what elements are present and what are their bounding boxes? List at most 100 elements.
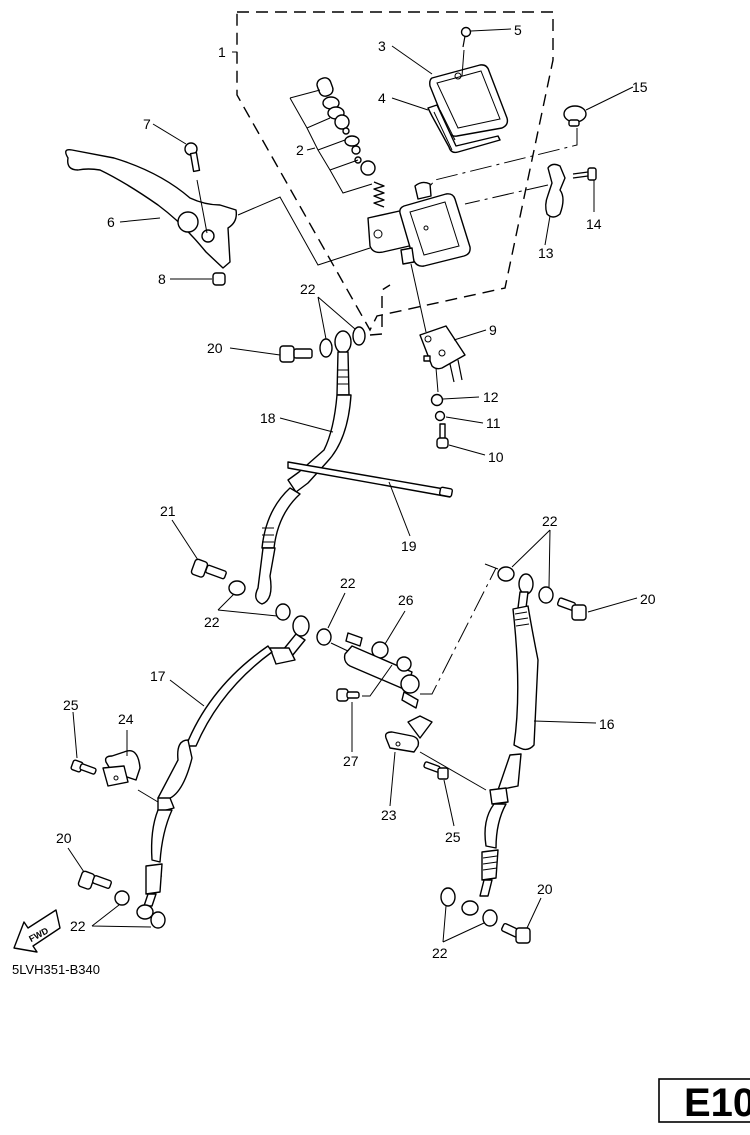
- reservoir-cap: [429, 64, 509, 137]
- callout-20d: 20: [537, 881, 553, 897]
- leader-10: [448, 444, 486, 456]
- leader-3: [391, 45, 433, 75]
- washer-22a-left: [319, 338, 333, 358]
- washer-11: [434, 410, 446, 422]
- brake-switch: [419, 325, 466, 383]
- washer-22b-left: [228, 580, 246, 596]
- washer-22c-left: [114, 890, 130, 906]
- leader-9: [453, 329, 487, 341]
- leader-25a: [72, 711, 78, 759]
- leader-4: [391, 97, 429, 111]
- forward-arrow-icon: FWD: [13, 909, 61, 953]
- holder-screw: [572, 167, 597, 181]
- callout-22e: 22: [542, 513, 558, 529]
- leader-22f: [442, 905, 485, 943]
- callout-25a: 25: [63, 697, 79, 713]
- leader-20b: [67, 847, 85, 873]
- callout-15: 15: [632, 79, 648, 95]
- washer-22f-left: [440, 887, 456, 907]
- callout-25b: 25: [445, 829, 461, 845]
- joint-to-pipe-axis: [420, 567, 497, 695]
- callout-20a: 20: [207, 340, 223, 356]
- piston-kit: [316, 77, 385, 208]
- callout-20b: 20: [56, 830, 72, 846]
- washer-22e-axis: [484, 563, 499, 570]
- callout-22a: 22: [300, 281, 316, 297]
- lever-pivot-bolt: [184, 142, 208, 234]
- callout-20c: 20: [640, 591, 656, 607]
- switch-screw: [436, 423, 449, 449]
- washer-22f-right: [482, 909, 498, 927]
- hose-clamp-23: [384, 715, 433, 753]
- leader-2-bracket: [289, 89, 373, 194]
- callout-13: 13: [538, 245, 554, 261]
- drawing-code: 5LVH351-B340: [12, 962, 100, 977]
- callout-2: 2: [296, 142, 304, 158]
- brake-hose-18: [255, 330, 352, 605]
- cap-screw: [460, 26, 472, 77]
- callout-10: 10: [488, 449, 504, 465]
- callout-3: 3: [378, 38, 386, 54]
- dust-cap: [563, 105, 587, 127]
- washer-12: [430, 393, 444, 407]
- clamp-24-to-hose: [137, 789, 159, 803]
- clamp-bolt-25a: [70, 759, 97, 775]
- washer-22d: [316, 628, 332, 646]
- leader-16: [533, 720, 597, 724]
- callout-22d: 22: [340, 575, 356, 591]
- washer-22e-left: [497, 566, 515, 582]
- callout-16: 16: [599, 716, 615, 732]
- page-tag-text: E10: [684, 1081, 750, 1125]
- holder-clamp: [545, 163, 566, 218]
- callout-26: 26: [398, 592, 414, 608]
- brake-pipe: [287, 461, 453, 498]
- callout-6: 6: [107, 214, 115, 230]
- leader-13: [544, 215, 551, 246]
- reservoir-diaphragm: [427, 104, 501, 154]
- leader-22e: [511, 529, 551, 588]
- leader-18: [279, 417, 334, 433]
- callout-8: 8: [158, 271, 166, 287]
- leader-19: [388, 481, 411, 537]
- switch-lower-axis: [435, 367, 439, 393]
- brake-hose-16: [461, 573, 539, 916]
- leader-26: [384, 610, 406, 645]
- lever-nut: [212, 272, 226, 286]
- washer-22d-axis: [330, 642, 351, 653]
- callout-18: 18: [260, 410, 276, 426]
- holder-axis-line: [464, 184, 549, 205]
- callout-22f: 22: [432, 945, 448, 961]
- callout-19: 19: [401, 538, 417, 554]
- callout-17: 17: [150, 668, 166, 684]
- leader-17: [169, 679, 205, 707]
- master-cylinder-body: [367, 181, 471, 267]
- callout-5: 5: [514, 22, 522, 38]
- leader-22a: [317, 296, 356, 340]
- leader-11: [445, 416, 484, 424]
- hose-joint-26: [343, 632, 420, 709]
- washer-22c-right: [150, 911, 166, 929]
- callout-22b: 22: [204, 614, 220, 630]
- callout-21: 21: [160, 503, 176, 519]
- lever-connector-line: [237, 196, 371, 266]
- page-tag: E10: [658, 1078, 750, 1125]
- callout-14: 14: [586, 216, 602, 232]
- callout-27: 27: [343, 753, 359, 769]
- leader-6: [119, 217, 161, 223]
- callout-11: 11: [486, 415, 501, 431]
- leader-21: [171, 519, 199, 561]
- washer-boundary-tail: [369, 284, 391, 336]
- hose-clamp-24: [102, 750, 141, 787]
- leader-7: [152, 123, 187, 145]
- callout-9: 9: [489, 322, 497, 338]
- washer-22b-right: [275, 603, 291, 621]
- union-bolt-upper-right: [556, 597, 587, 621]
- union-bolt-21: [190, 558, 227, 580]
- leader-20c: [587, 597, 638, 613]
- leader-20d: [526, 897, 542, 929]
- clamp-bolt-25b: [423, 761, 449, 780]
- leader-12: [442, 396, 480, 400]
- switch-axis-line: [410, 263, 427, 333]
- leader-2: [306, 147, 316, 151]
- bolt-27-axis: [362, 664, 393, 697]
